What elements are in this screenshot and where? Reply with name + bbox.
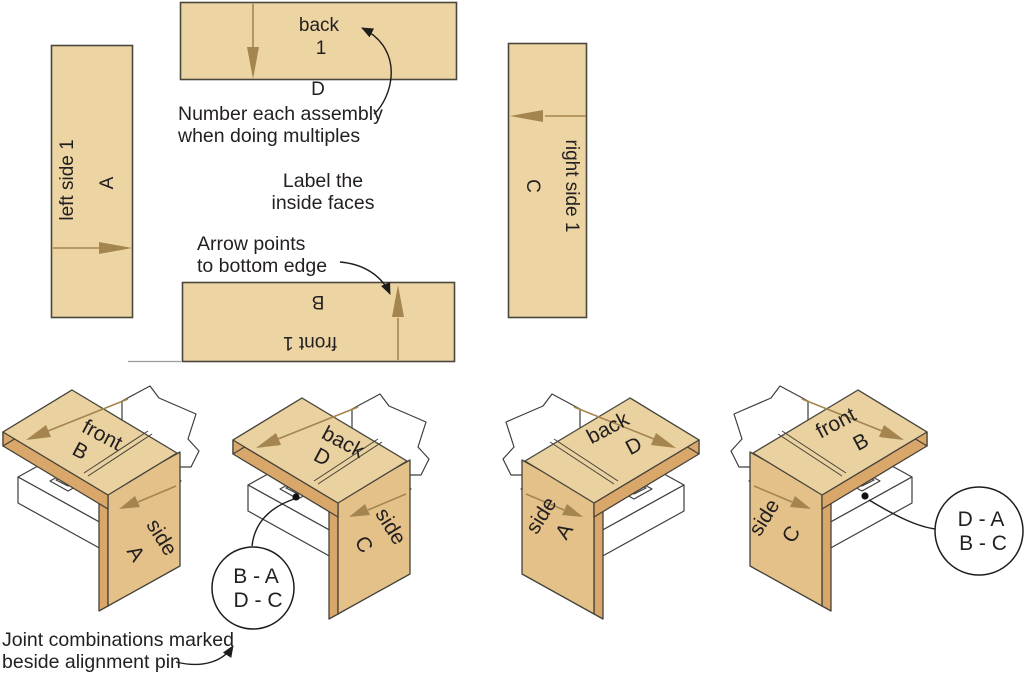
- note-joint-arrow: [175, 645, 234, 666]
- flat-right-board: [507, 42, 588, 319]
- flat-left-board: [50, 44, 134, 319]
- note-label-line2: inside faces: [272, 192, 375, 214]
- note-arrow-line1: Arrow points: [197, 233, 306, 255]
- flat-front-label: front 1: [283, 332, 337, 353]
- flat-back-arrowhead: [247, 47, 259, 79]
- note-number-line2: when doing multiples: [177, 125, 360, 147]
- flat-left-arrowhead: [99, 242, 132, 254]
- flat-back-board: [179, 1, 458, 81]
- flat-front-board: [181, 281, 456, 363]
- corner-assemblies: front B side A back D side C back D side…: [2, 385, 1024, 630]
- flat-right-arrowhead: [510, 110, 543, 122]
- note-joint-line2: beside alignment pin: [2, 651, 181, 673]
- callout-line2: B - C: [959, 532, 1007, 555]
- flat-front-letter: B: [312, 291, 325, 312]
- flat-left-letter: A: [97, 176, 118, 189]
- flat-back-label: back: [299, 15, 340, 36]
- note-arrow-line2: to bottom edge: [197, 255, 327, 277]
- flat-back-letter: D: [311, 79, 325, 100]
- flat-back-number: 1: [316, 38, 327, 59]
- alignment-pin: [292, 493, 300, 501]
- flat-left-label: left side 1: [57, 139, 78, 220]
- callout-leader: [251, 498, 295, 547]
- joint-combination-callout: [211, 546, 295, 630]
- annotations: Number each assembly when doing multiple…: [2, 27, 392, 673]
- note-number-arrow: [361, 27, 392, 115]
- flat-right-label: right side 1: [561, 140, 582, 233]
- callout-line1: D - A: [958, 508, 1005, 531]
- note-arrow-pointer: [339, 261, 391, 295]
- alignment-pin: [861, 492, 869, 500]
- assembly-1-geometry: [2, 385, 200, 612]
- flat-front-arrowhead: [392, 285, 404, 317]
- callout-leader: [868, 499, 937, 530]
- note-label-line1: Label the: [283, 170, 363, 192]
- joint-combination-callout: [934, 486, 1024, 576]
- callout-line2: D - C: [234, 589, 283, 612]
- note-number-line1: Number each assembly: [178, 103, 383, 125]
- flat-layout: back 1 D left side 1 A right side 1 C B …: [50, 1, 588, 363]
- note-joint-line1: Joint combinations marked: [2, 629, 234, 651]
- callout-line1: B - A: [233, 565, 279, 588]
- flat-right-letter: C: [522, 179, 543, 193]
